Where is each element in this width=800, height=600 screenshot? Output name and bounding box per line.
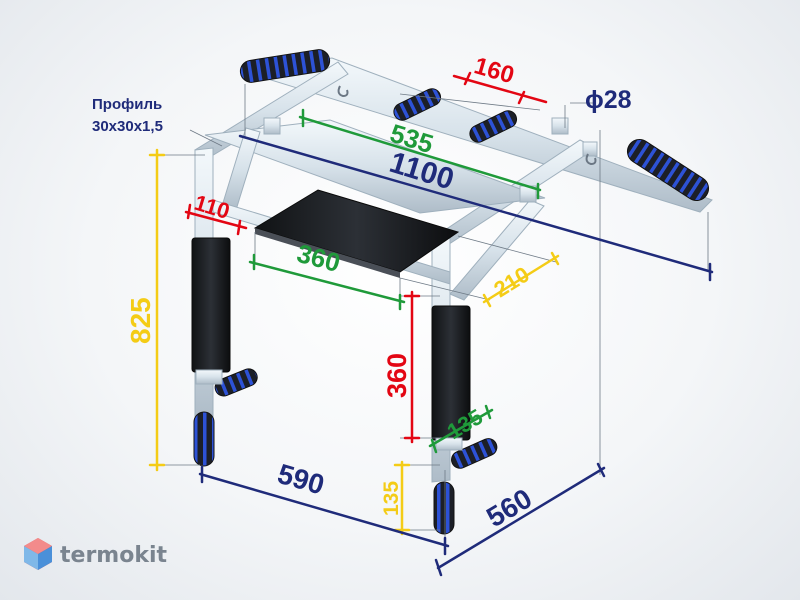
grip-left-arm bbox=[214, 368, 258, 397]
bracket bbox=[582, 141, 598, 157]
dim-line-135-arm bbox=[428, 404, 494, 454]
label-360-height: 360 bbox=[382, 353, 412, 398]
right-brace bbox=[449, 199, 545, 301]
hook-icon bbox=[585, 153, 597, 166]
dim-line-560 bbox=[434, 462, 606, 577]
label-590: 590 bbox=[274, 458, 327, 501]
dim-line-360-height bbox=[403, 290, 421, 444]
grip-left-foot bbox=[193, 411, 215, 467]
bracket bbox=[263, 117, 281, 135]
right-arm-support bbox=[435, 437, 463, 451]
label-135-foot: 135 bbox=[380, 481, 403, 516]
label-560: 560 bbox=[481, 483, 537, 534]
label-diameter: ϕ28 bbox=[585, 86, 632, 114]
back-pad-edge bbox=[255, 228, 400, 278]
dim-line-1100 bbox=[238, 134, 714, 282]
dim-line-825 bbox=[148, 148, 166, 472]
grips bbox=[193, 49, 710, 535]
grip-right-arm bbox=[451, 438, 498, 469]
dim-line-210 bbox=[482, 251, 560, 308]
grip-center-2 bbox=[469, 110, 518, 143]
dim-line-360-width bbox=[248, 253, 406, 311]
dim-line-160 bbox=[452, 71, 548, 105]
grip-right-top bbox=[626, 138, 710, 202]
grip-center-1 bbox=[393, 88, 442, 121]
hook-icon bbox=[337, 85, 349, 98]
profile-label-line1: Профиль bbox=[92, 96, 162, 113]
left-cross bbox=[204, 119, 546, 214]
label-825: 825 bbox=[125, 297, 156, 344]
left-arm-pad bbox=[191, 237, 231, 373]
label-210: 210 bbox=[489, 262, 533, 303]
grip-left-top bbox=[239, 49, 331, 83]
extension-lines bbox=[155, 84, 709, 548]
bracket bbox=[551, 117, 569, 135]
pads bbox=[191, 189, 471, 451]
termokit-logo-icon bbox=[24, 538, 52, 570]
profile-label-line2: 30х30х1,5 bbox=[92, 118, 163, 135]
brand-name: termokit bbox=[60, 543, 167, 568]
left-arm-support bbox=[195, 369, 223, 385]
dim-line-110 bbox=[184, 203, 248, 236]
dim-line-590 bbox=[198, 465, 450, 556]
dim-line-535 bbox=[298, 108, 542, 200]
grip-right-foot bbox=[433, 481, 455, 535]
